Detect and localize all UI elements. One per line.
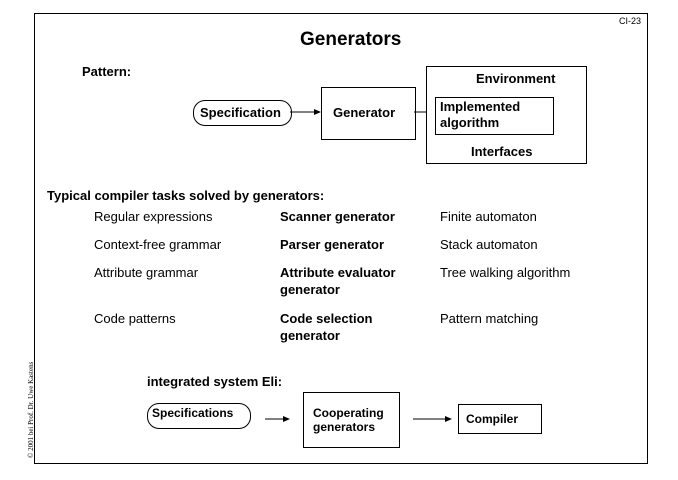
page-title: Generators [300, 29, 402, 50]
implemented-algorithm-label: Implemented algorithm [440, 99, 521, 130]
specifications-label: Specifications [152, 406, 234, 420]
generator-node [321, 87, 416, 140]
compiler-node [458, 404, 542, 434]
generator-label: Generator [333, 105, 396, 120]
task-output-tree: Tree walking algorithm [440, 265, 571, 280]
arrow-cooperating-to-compiler [413, 416, 452, 422]
cooperating-node [303, 392, 400, 448]
specifications-node [147, 403, 251, 429]
specification-node [193, 100, 292, 126]
task-input-code: Code patterns [94, 311, 176, 326]
specification-label: Specification [200, 105, 281, 120]
copyright-note: © 2001 bei Prof. Dr. Uwe Kastens [27, 361, 35, 458]
task-output-pattern: Pattern matching [440, 311, 539, 326]
task-generator-code: Code selection generator [280, 311, 373, 343]
task-generator-scanner: Scanner generator [280, 209, 395, 224]
pattern-label: Pattern: [82, 64, 132, 79]
arrow-specifications-to-cooperating [265, 416, 290, 422]
task-generator-attr: Attribute evaluator generator [280, 265, 396, 297]
eli-heading: integrated system Eli: [147, 374, 283, 389]
task-generator-parser: Parser generator [280, 237, 385, 252]
tasks-heading: Typical compiler tasks solved by generat… [47, 188, 325, 203]
cooperating-label: Cooperating generators [313, 406, 384, 434]
task-output-finite: Finite automaton [440, 209, 537, 224]
task-input-cfg: Context-free grammar [94, 237, 222, 252]
task-output-stack: Stack automaton [440, 237, 538, 252]
page-id: CI-23 [619, 16, 642, 26]
implemented-algorithm-node [435, 97, 554, 135]
environment-label: Environment [476, 71, 556, 86]
slide-frame [34, 13, 648, 464]
task-input-attr: Attribute grammar [94, 265, 199, 280]
interfaces-label: Interfaces [471, 144, 533, 159]
compiler-label: Compiler [466, 412, 519, 426]
arrow-spec-to-generator [290, 109, 321, 115]
task-input-regex: Regular expressions [94, 209, 213, 224]
